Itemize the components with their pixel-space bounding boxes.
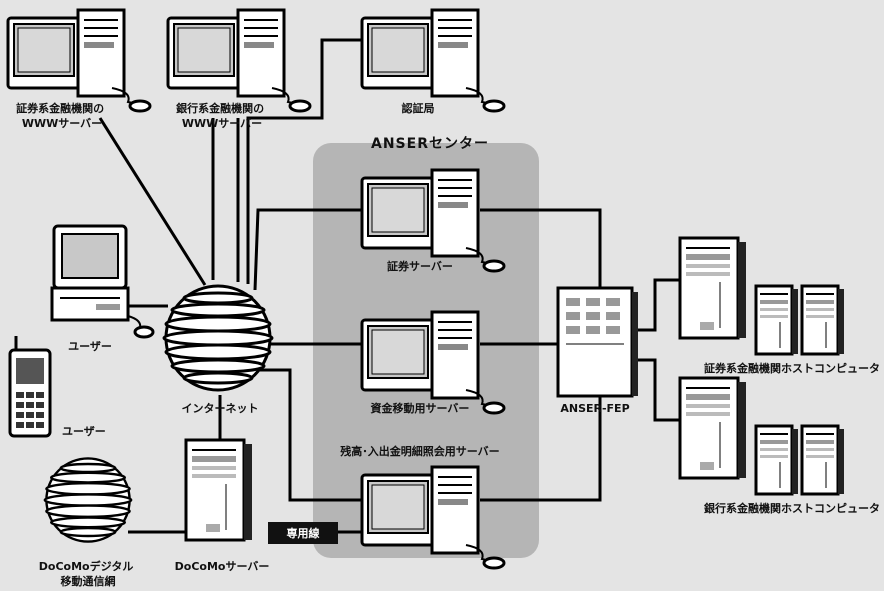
auth-server-icon xyxy=(360,8,506,113)
sec-server-label: 証券サーバー xyxy=(387,259,453,273)
internet-label: インターネット xyxy=(182,402,259,415)
sec-www-server-icon xyxy=(6,8,152,113)
docomo-server-icon xyxy=(184,438,254,542)
fep-label: ANSER-FEP xyxy=(560,402,629,415)
bank-host-main-icon xyxy=(678,376,748,480)
sec-host-label: 証券系金融機関ホストコンピュータ xyxy=(704,361,880,375)
bank-host-label: 銀行系金融機関ホストコンピュータ xyxy=(704,501,880,515)
bank-host-unit-icon xyxy=(800,424,846,496)
sec-host-unit-icon xyxy=(754,284,800,356)
fund-server-label: 資金移動用サーバー xyxy=(371,401,470,415)
connection-lines xyxy=(98,38,680,534)
bank-www-server-icon xyxy=(166,8,312,113)
anser-center-title: ANSERセンター xyxy=(371,136,489,152)
bank-www-label: 銀行系金融機関の WWWサーバー xyxy=(176,101,268,130)
leased-line-label: 専用線 xyxy=(287,526,320,540)
sec-www-label: 証券系金融機関の WWWサーバー xyxy=(16,101,108,130)
auth-label: 認証局 xyxy=(402,101,435,115)
bank-host-unit-icon xyxy=(754,424,800,496)
docomo-server-label: DoCoMoサーバー xyxy=(175,560,270,573)
anser-fep-icon xyxy=(556,286,638,398)
leased-line-box xyxy=(268,522,338,544)
user-pc-icon xyxy=(50,224,155,339)
user-pc-label: ユーザー xyxy=(68,340,112,353)
mobile-phone-icon xyxy=(8,336,52,438)
docomo-network-icon xyxy=(43,457,133,543)
internet-globe-icon xyxy=(162,284,274,392)
balance-server-label: 残高･入出金明細照会用サーバー xyxy=(340,444,499,458)
sec-host-unit-icon xyxy=(800,284,846,356)
user-mobile-label: ユーザー xyxy=(62,425,106,438)
docomo-net-label: DoCoMoデジタル 移動通信網 xyxy=(39,559,137,588)
sec-host-main-icon xyxy=(678,236,748,340)
